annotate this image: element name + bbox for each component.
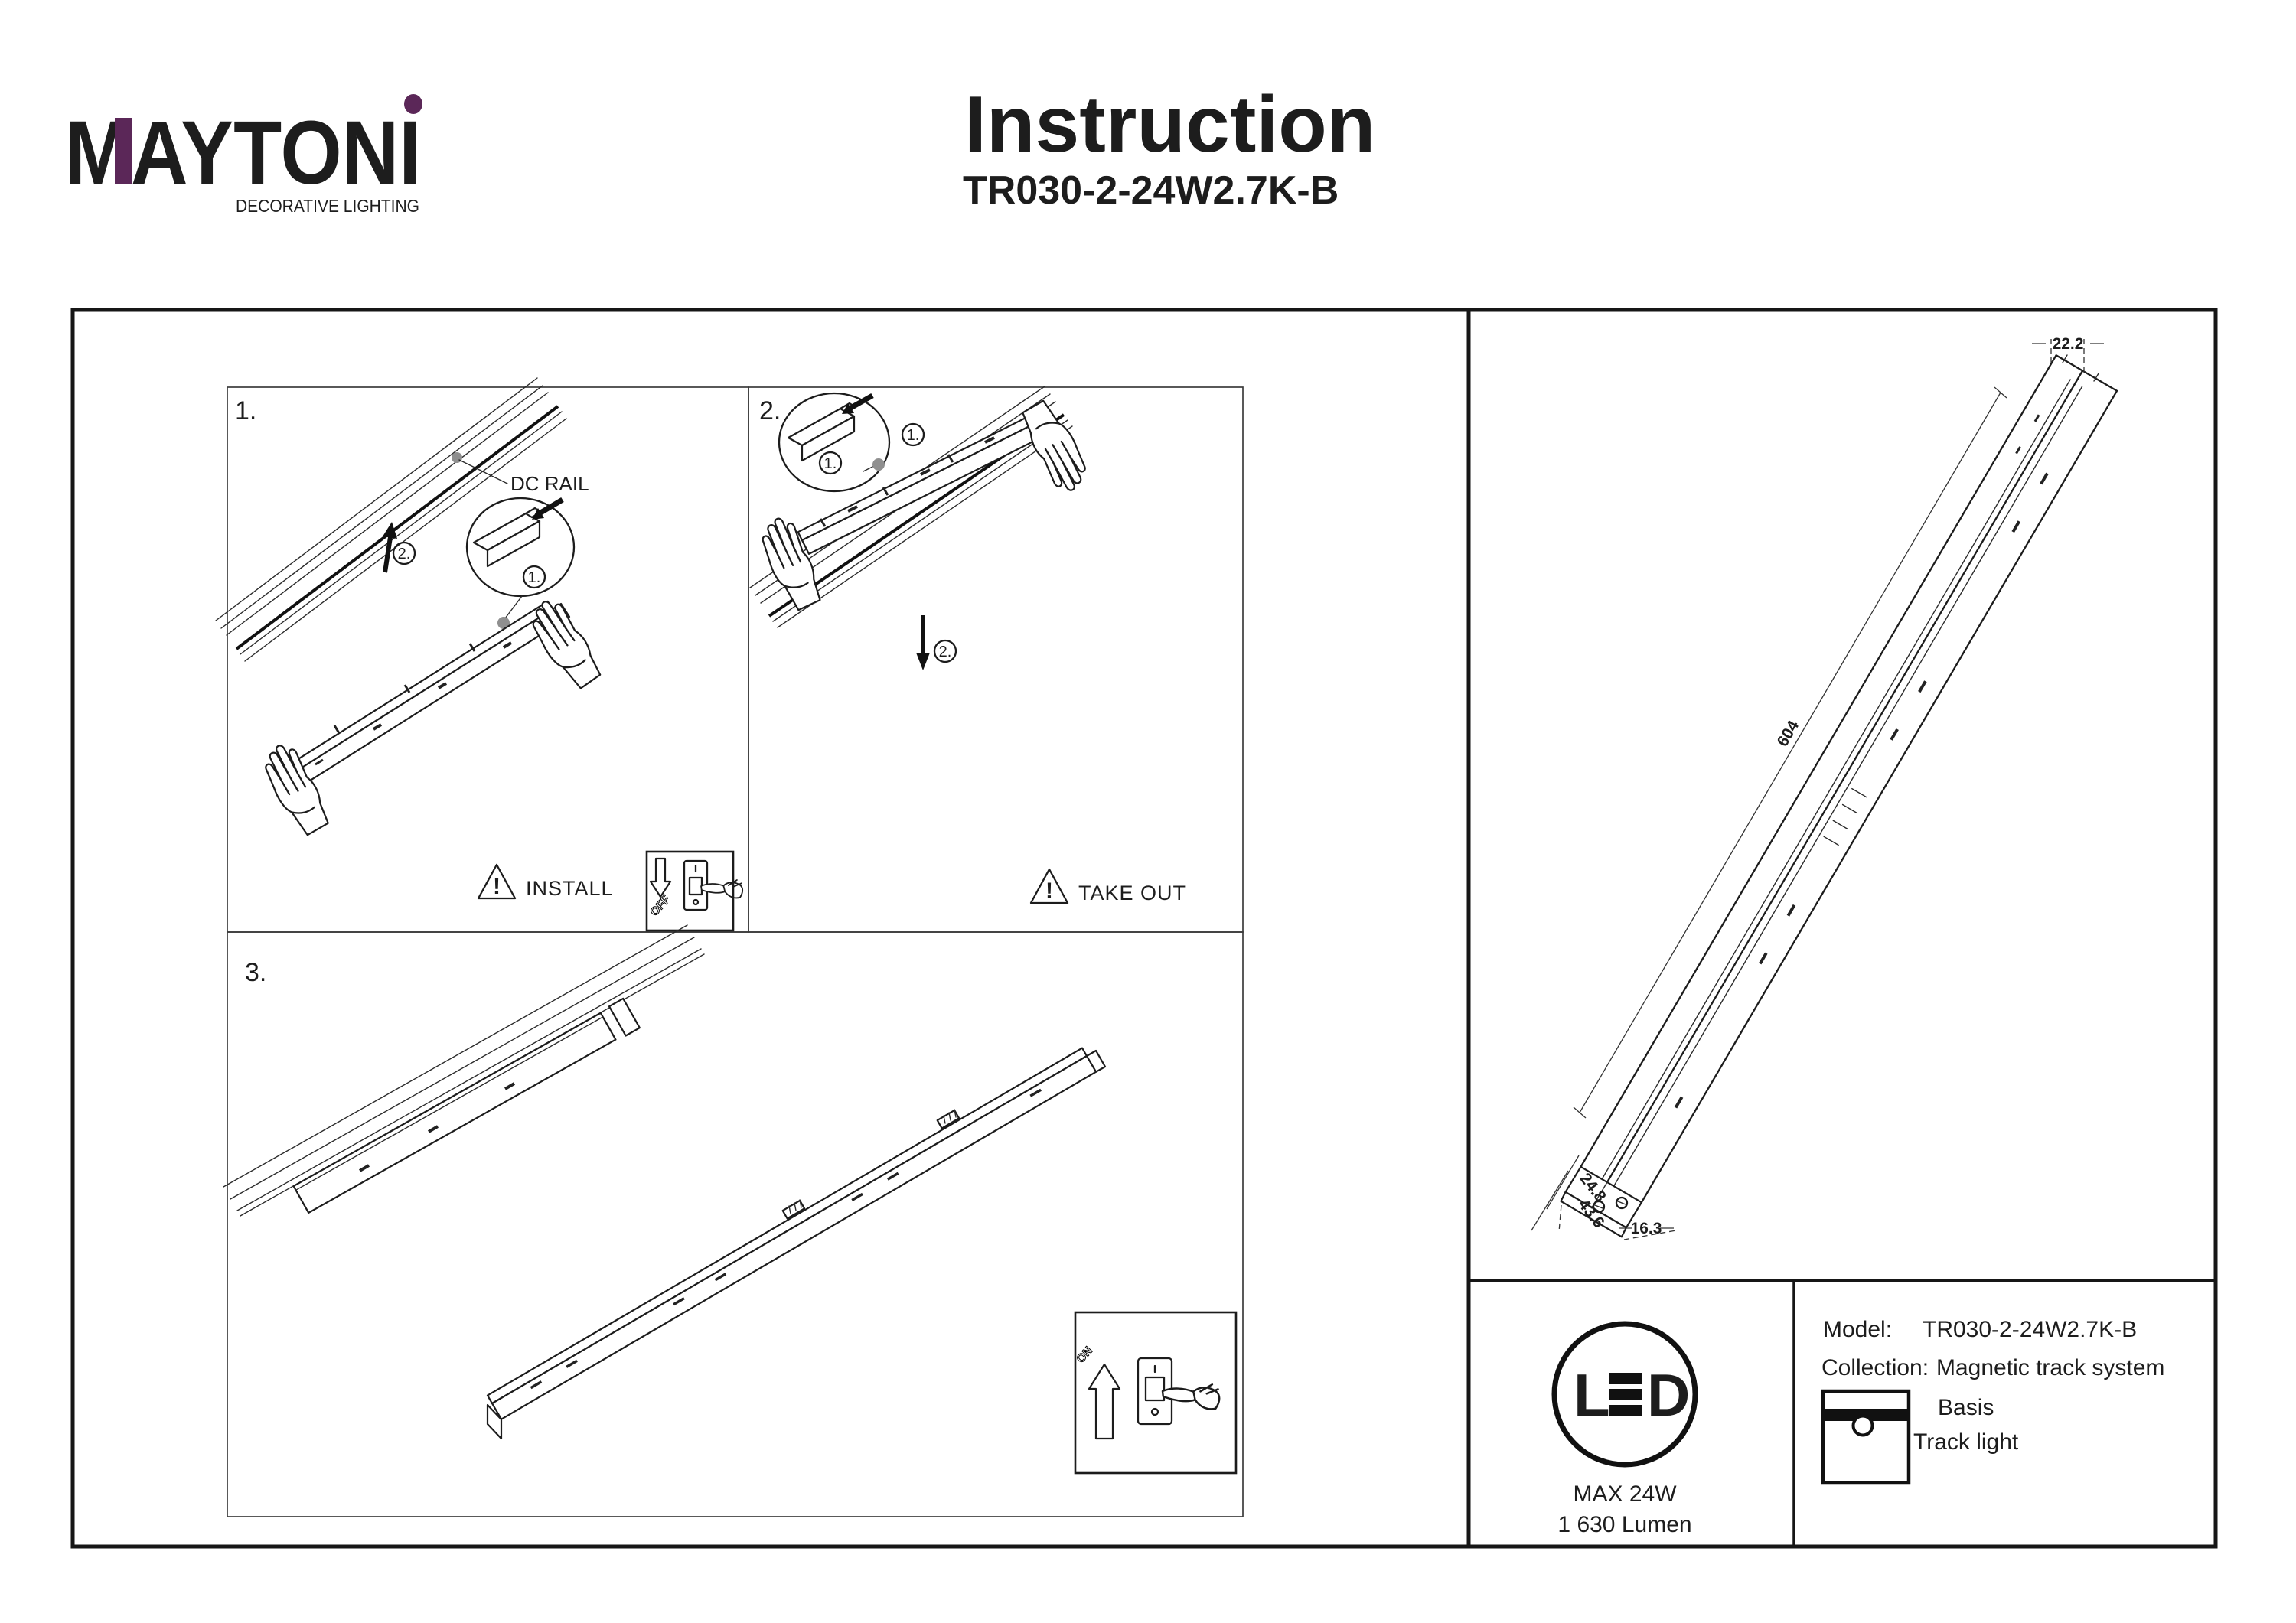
dim-cap-depth-value: 16.3 <box>1631 1220 1662 1237</box>
dim-length-value: 604 <box>1774 718 1803 750</box>
step1-caution-label: INSTALL <box>526 877 614 900</box>
step3-track-light <box>486 1047 1107 1440</box>
led-letter-d: D <box>1647 1361 1690 1429</box>
model-value: TR030-2-24W2.7K-B <box>1923 1317 2137 1342</box>
frames <box>70 308 2218 1549</box>
category-line2: Track light <box>1913 1429 2019 1455</box>
brand-logo: MAYTONI DECORATIVE LIGHTING <box>65 94 422 216</box>
outer-frame <box>70 308 2218 1549</box>
step1-inset-callout: 1. <box>528 569 541 586</box>
step2-move-arrow: 2. <box>916 615 957 670</box>
panel-step3 <box>227 931 1244 1517</box>
dc-rail-drawing <box>215 377 567 662</box>
step2-inset-callout: 1. <box>824 455 837 472</box>
step3-rail-with-light <box>223 924 705 1217</box>
step3-switch-on-box: ON <box>1074 1311 1238 1475</box>
step2-move-callout: 2. <box>939 644 952 660</box>
step3-number: 3. <box>245 958 266 987</box>
step2-number: 2. <box>759 396 781 425</box>
brand-accent-stroke <box>115 118 132 184</box>
page-model: TR030-2-24W2.7K-B <box>963 168 1339 213</box>
step1-track-light <box>286 600 571 788</box>
dim-width-value: 22.2 <box>2053 335 2084 353</box>
step2-diagram: 2. 1. 1. <box>749 386 1186 904</box>
step1-move-callout: 2. <box>398 546 411 562</box>
led-letter-l: L <box>1574 1361 1610 1429</box>
warning-icon: ! <box>1045 878 1053 904</box>
collection-value: Magnetic track system <box>1936 1355 2164 1380</box>
step1-diagram: 1. DC RAIL 2. 1. <box>215 377 745 932</box>
step2-caution: ! TAKE OUT <box>1029 868 1186 904</box>
step1-switch-off-box: OFF <box>645 850 745 932</box>
warning-icon: ! <box>493 874 501 899</box>
step1-move-arrow: 2. <box>383 522 416 573</box>
step1-number: 1. <box>235 396 256 425</box>
dim-width: 22.2 <box>2032 335 2104 372</box>
step2-caution-label: TAKE OUT <box>1078 882 1186 904</box>
step2-rail-callout: 1. <box>907 427 920 444</box>
dimension-drawing: 22.2 604 24.8 43.6 16.3 <box>1531 335 2118 1240</box>
led-badge: L D MAX 24W 1 630 Lumen <box>1551 1321 1698 1537</box>
step1-caution: ! INSTALL <box>477 863 614 900</box>
brand-tagline: DECORATIVE LIGHTING <box>236 196 419 216</box>
step1-magnifier-inset: 1. <box>465 497 576 629</box>
sheet-header: Instruction TR030-2-24W2.7K-B <box>963 80 1375 213</box>
step3-diagram: 3. <box>223 924 1238 1475</box>
basis-track-icon <box>1821 1389 1911 1485</box>
dim-length: 604 <box>1573 386 2007 1119</box>
rail-marker-dot <box>452 452 462 463</box>
category-line1: Basis <box>1938 1395 1994 1420</box>
model-label: Model: <box>1823 1317 1892 1342</box>
badge-flux: 1 630 Lumen <box>1557 1512 1691 1537</box>
model-info-panel: Model: TR030-2-24W2.7K-B Collection: Mag… <box>1821 1317 2164 1485</box>
badge-power: MAX 24W <box>1573 1481 1677 1507</box>
collection-label: Collection: <box>1821 1355 1929 1380</box>
dc-rail-label: DC RAIL <box>510 472 589 495</box>
brand-accent-dot <box>404 94 422 114</box>
step2-magnifier-inset: 1. <box>778 392 891 493</box>
page-title: Instruction <box>964 80 1375 169</box>
